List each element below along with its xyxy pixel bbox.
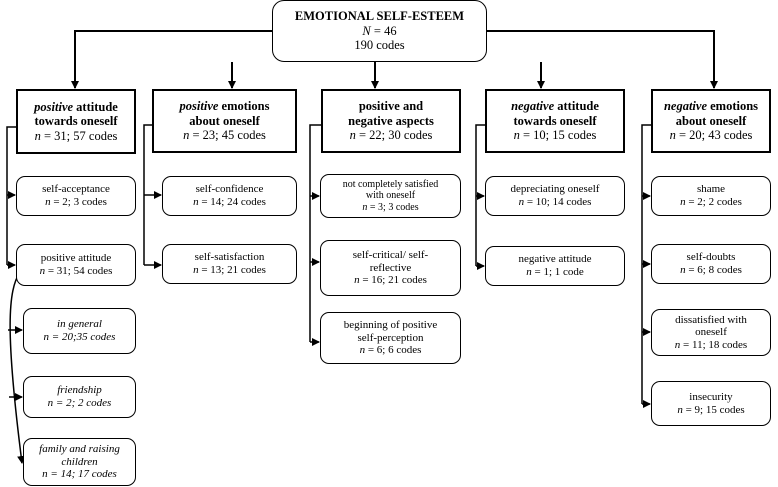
subsub-friendship: friendship n = 2; 2 codes (23, 376, 136, 418)
category-positive-negative-aspects: positive and negative aspects n = 22; 30… (321, 89, 461, 153)
sub-self-doubts: self-doubts n = 6; 8 codes (651, 244, 771, 284)
category-negative-emotions: negative emotions about oneself n = 20; … (651, 89, 771, 153)
category-positive-attitude: positive attitude towards oneself n = 31… (16, 89, 136, 154)
subsub-in-general: in general n = 20;35 codes (23, 308, 136, 354)
category-positive-emotions: positive emotions about oneself n = 23; … (152, 89, 297, 153)
sub-negative-attitude: negative attitude n = 1; 1 code (485, 246, 625, 286)
root-title: EMOTIONAL SELF-ESTEEM (294, 9, 465, 24)
sub-shame: shame n = 2; 2 codes (651, 176, 771, 216)
sub-self-satisfaction: self-satisfaction n = 13; 21 codes (162, 244, 297, 284)
sub-positive-attitude: positive attitude n = 31; 54 codes (16, 244, 136, 286)
sub-self-critical: self-critical/ self- reflective n = 16; … (320, 240, 461, 296)
sub-beginning-positive-self-perception: beginning of positive self-perception n … (320, 312, 461, 364)
sub-insecurity: insecurity n = 9; 15 codes (651, 381, 771, 426)
sub-dissatisfied-with-oneself: dissatisfied with oneself n = 11; 18 cod… (651, 309, 771, 356)
sub-self-acceptance: self-acceptance n = 2; 3 codes (16, 176, 136, 216)
subsub-connectors (8, 271, 26, 464)
sub-self-confidence: self-confidence n = 14; 24 codes (162, 176, 297, 216)
sub-connectors (6, 124, 651, 408)
category-negative-attitude: negative attitude towards oneself n = 10… (485, 89, 625, 153)
root-node-emotional-self-esteem: EMOTIONAL SELF-ESTEEM N = 46 190 codes (272, 0, 487, 62)
subsub-family-raising-children: family and raising children n = 14; 17 c… (23, 438, 136, 486)
root-codes: 190 codes (354, 38, 405, 53)
root-n: N = 46 (362, 23, 397, 38)
sub-not-completely-satisfied: not completely satisfied with oneself n … (320, 174, 461, 218)
root-connectors (71, 30, 718, 89)
sub-depreciating-oneself: depreciating oneself n = 10; 14 codes (485, 176, 625, 216)
